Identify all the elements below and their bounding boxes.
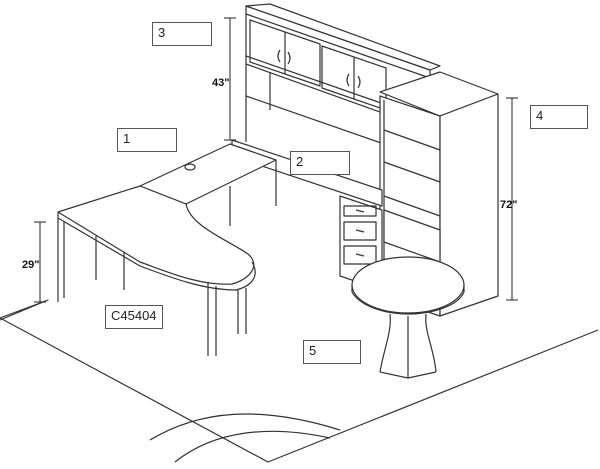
desk-height-label: 29" — [22, 259, 39, 271]
main-desk — [57, 185, 256, 356]
model-code-label: C45404 — [105, 305, 163, 329]
callout-3: 3 — [152, 22, 212, 46]
bookcase-height-label: 72" — [500, 199, 517, 211]
callout-4: 4 — [530, 105, 588, 129]
callout-1: 1 — [117, 128, 177, 152]
dimension-lines — [34, 17, 518, 303]
floor-area — [0, 299, 599, 463]
callout-5: 5 — [303, 340, 361, 364]
callout-2: 2 — [290, 151, 350, 175]
round-table — [351, 256, 465, 379]
hutch-height-label: 43" — [212, 77, 229, 89]
